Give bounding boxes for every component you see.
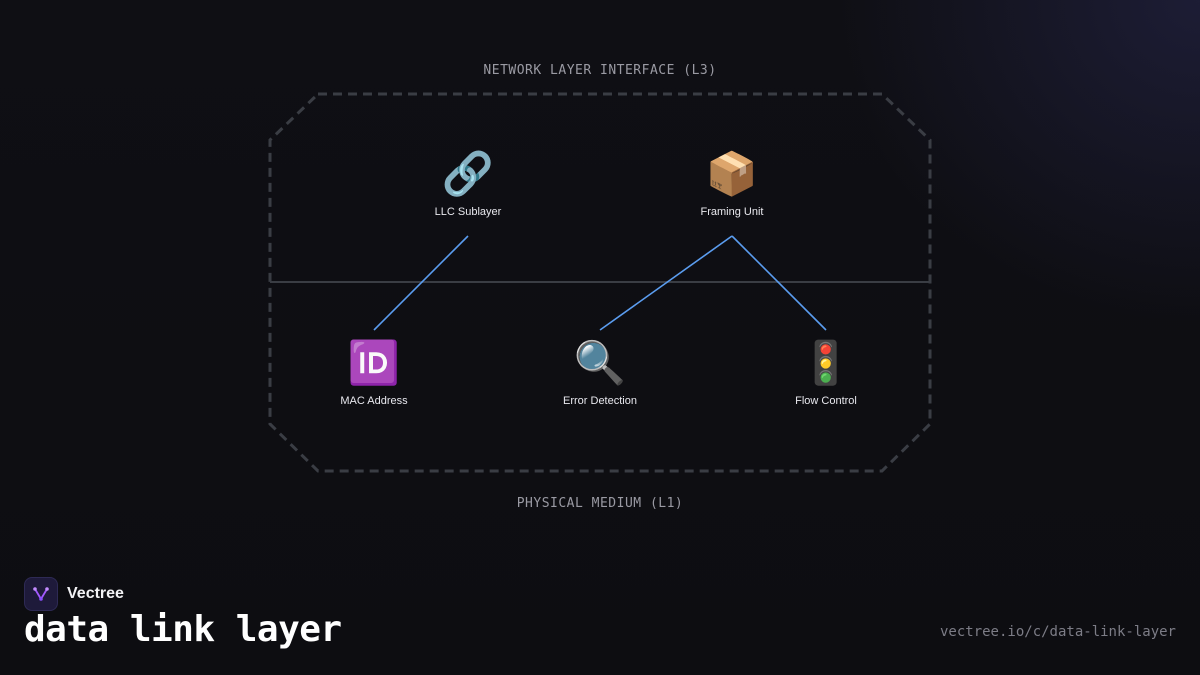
node-label: Framing Unit [700, 206, 764, 218]
vectree-logo-icon [24, 577, 58, 611]
id-icon: 🆔 [347, 338, 401, 387]
page-title: data link layer [24, 609, 342, 650]
layer-boundary [268, 92, 932, 473]
brand[interactable]: Vectree [24, 577, 124, 611]
node-label: Flow Control [795, 395, 857, 407]
node-error-detection[interactable]: 🔍 Error Detection [520, 337, 680, 407]
edge-framing-to-error [599, 235, 733, 331]
node-framing-unit[interactable]: 📦 Framing Unit [652, 148, 812, 218]
node-label: LLC Sublayer [434, 206, 502, 218]
edge-llc-to-mac [373, 235, 469, 331]
node-flow-control[interactable]: 🚦 Flow Control [746, 337, 906, 407]
edges [373, 235, 827, 331]
brand-name: Vectree [67, 585, 124, 602]
node-mac-address[interactable]: 🆔 MAC Address [294, 337, 454, 407]
traffic-light-icon: 🚦 [799, 338, 853, 387]
bottom-layer-label: PHYSICAL MEDIUM (L1) [516, 496, 684, 511]
link-icon: 🔗 [441, 149, 495, 198]
node-llc-sublayer[interactable]: 🔗 LLC Sublayer [388, 148, 548, 218]
edge-framing-to-flow [731, 235, 827, 331]
package-icon: 📦 [705, 149, 759, 198]
top-layer-label: NETWORK LAYER INTERFACE (L3) [483, 63, 717, 78]
page-url[interactable]: vectree.io/c/data-link-layer [939, 624, 1176, 640]
magnifier-icon: 🔍 [573, 338, 627, 387]
node-label: Error Detection [563, 395, 637, 407]
node-label: MAC Address [340, 395, 408, 407]
